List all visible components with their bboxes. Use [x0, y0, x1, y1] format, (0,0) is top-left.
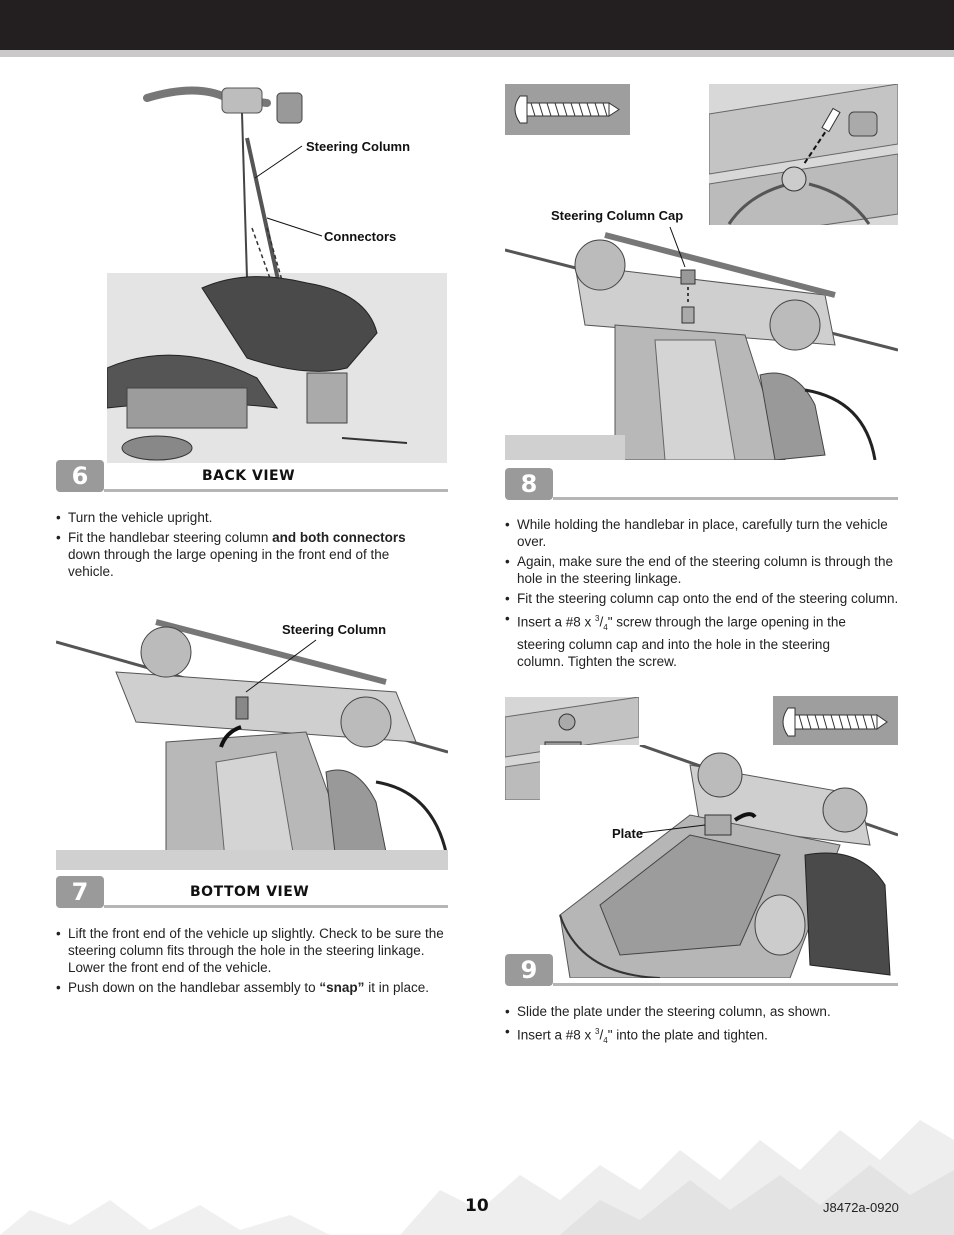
step-9-header: 9 [505, 954, 898, 988]
step-divider [104, 489, 448, 492]
step-7-header: 7 BOTTOM VIEW [56, 876, 448, 910]
instruction-item: Lift the front end of the vehicle up sli… [56, 925, 448, 976]
step-divider [104, 905, 448, 908]
callout-steering-column: Steering Column [306, 139, 411, 154]
screw-callout-box [505, 84, 630, 135]
step-number: 6 [56, 460, 104, 492]
page-number: 10 [465, 1196, 489, 1216]
instruction-item: Turn the vehicle upright. [56, 509, 436, 526]
callout-plate: Plate [612, 826, 644, 841]
header-bar [0, 0, 954, 50]
screw-icon [514, 95, 620, 124]
instruction-item: While holding the handlebar in place, ca… [505, 516, 910, 550]
callout-steering-column: Steering Column [282, 622, 387, 637]
step-title: BOTTOM VIEW [190, 884, 310, 900]
instruction-item: Insert a #8 x 3/4" screw through the lar… [505, 610, 877, 670]
instruction-item: Fit the handlebar steering column and bo… [56, 529, 436, 580]
figure-step-9 [540, 745, 898, 978]
figure-step-7: Steering Column [56, 612, 448, 870]
figure-step-6: Steering Column Connectors [107, 78, 447, 463]
header-stripe [0, 50, 954, 57]
step-6-illustration [107, 86, 447, 463]
instruction-item: Fit the steering column cap onto the end… [505, 590, 910, 607]
step-divider [553, 983, 898, 986]
callout-steering-column-cap: Steering Column Cap [551, 208, 684, 223]
screw-icon [782, 707, 888, 737]
figure-step-8 [505, 225, 898, 460]
step-9-illustration [559, 745, 898, 978]
step-7-instructions: Lift the front end of the vehicle up sli… [56, 925, 448, 999]
step-6-header: 6 BACK VIEW [56, 460, 448, 494]
step-title: BACK VIEW [202, 468, 296, 484]
document-code: J8472a-0920 [823, 1200, 899, 1215]
step-divider [553, 497, 898, 500]
figure-step-8-inset [709, 84, 898, 242]
instruction-item: Push down on the handlebar assembly to “… [56, 979, 448, 996]
step-8-illustration [505, 226, 898, 460]
step-6-instructions: Turn the vehicle upright. Fit the handle… [56, 509, 436, 583]
step-7-illustration [56, 619, 448, 870]
step-number: 9 [505, 954, 553, 986]
instruction-item: Again, make sure the end of the steering… [505, 553, 910, 587]
step-number: 7 [56, 876, 104, 908]
callout-connectors: Connectors [324, 229, 397, 244]
step-8-header: 8 [505, 468, 898, 502]
step-8-inset-illustration [709, 84, 898, 242]
step-9-instructions: Slide the plate under the steering colum… [505, 1003, 898, 1052]
instruction-item: Insert a #8 x 3/4" into the plate and ti… [505, 1023, 898, 1049]
screw-callout-box [773, 696, 898, 748]
step-8-instructions: While holding the handlebar in place, ca… [505, 516, 910, 673]
instruction-item: Slide the plate under the steering colum… [505, 1003, 898, 1020]
step-number: 8 [505, 468, 553, 500]
footer-decoration [0, 1120, 954, 1235]
